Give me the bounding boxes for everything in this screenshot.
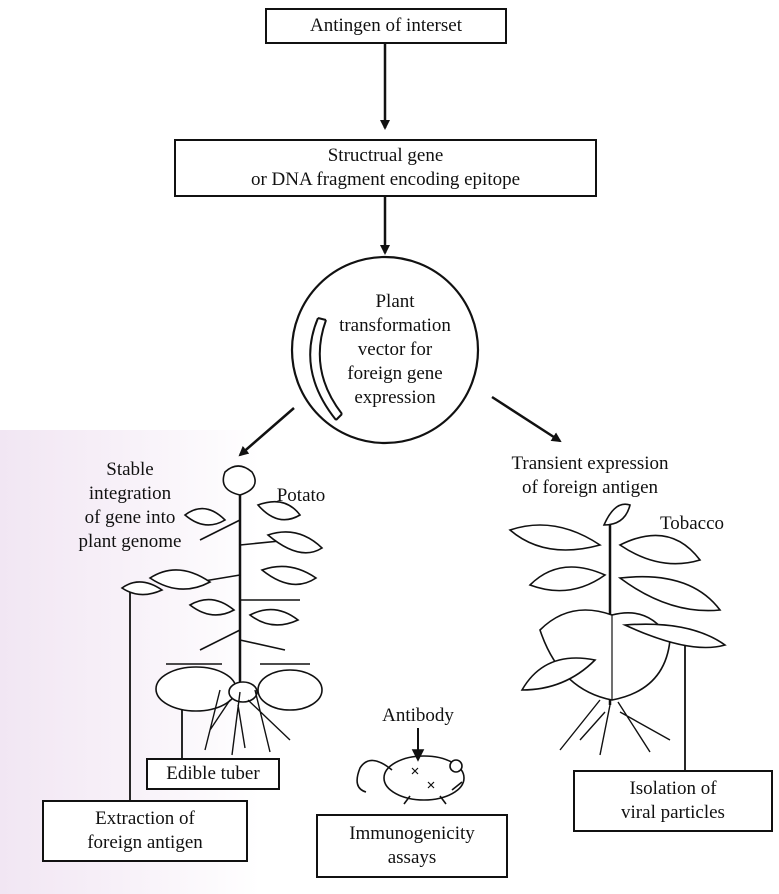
arrow-vector-to-tobacco: [491, 395, 562, 443]
gene-label: Structrual gene or DNA fragment encoding…: [250, 145, 521, 190]
vector-insert-bracket: [309, 317, 343, 421]
immunogenicity-box: Immunogenicity assays: [316, 814, 508, 878]
gene-box: Structrual gene or DNA fragment encoding…: [174, 139, 597, 197]
arrow-vector-to-potato: [238, 407, 295, 457]
potato-plant-icon: [120, 465, 324, 756]
tobacco-label: Tobacco: [659, 513, 725, 534]
antibody-label: Antibody: [382, 705, 454, 726]
edible-tuber-box: Edible tuber: [146, 758, 280, 790]
antigen-box: Antingen of interset: [265, 8, 507, 44]
potato-label: Potato: [276, 485, 326, 506]
extraction-box: Extraction of foreign antigen: [42, 800, 248, 862]
transient-expression-label: Transient expression of foreign antigen: [511, 453, 669, 498]
tobacco-plant-icon: [508, 503, 727, 756]
vector-circle: [290, 255, 480, 445]
mouse-icon: [356, 728, 465, 805]
isolation-box: Isolation of viral particles: [573, 770, 773, 832]
stable-integration-label: Stable integration of gene into plant ge…: [78, 459, 182, 552]
antigen-label: Antingen of interset: [310, 15, 462, 36]
vector-label: Plant transformation vector for foreign …: [339, 291, 451, 408]
